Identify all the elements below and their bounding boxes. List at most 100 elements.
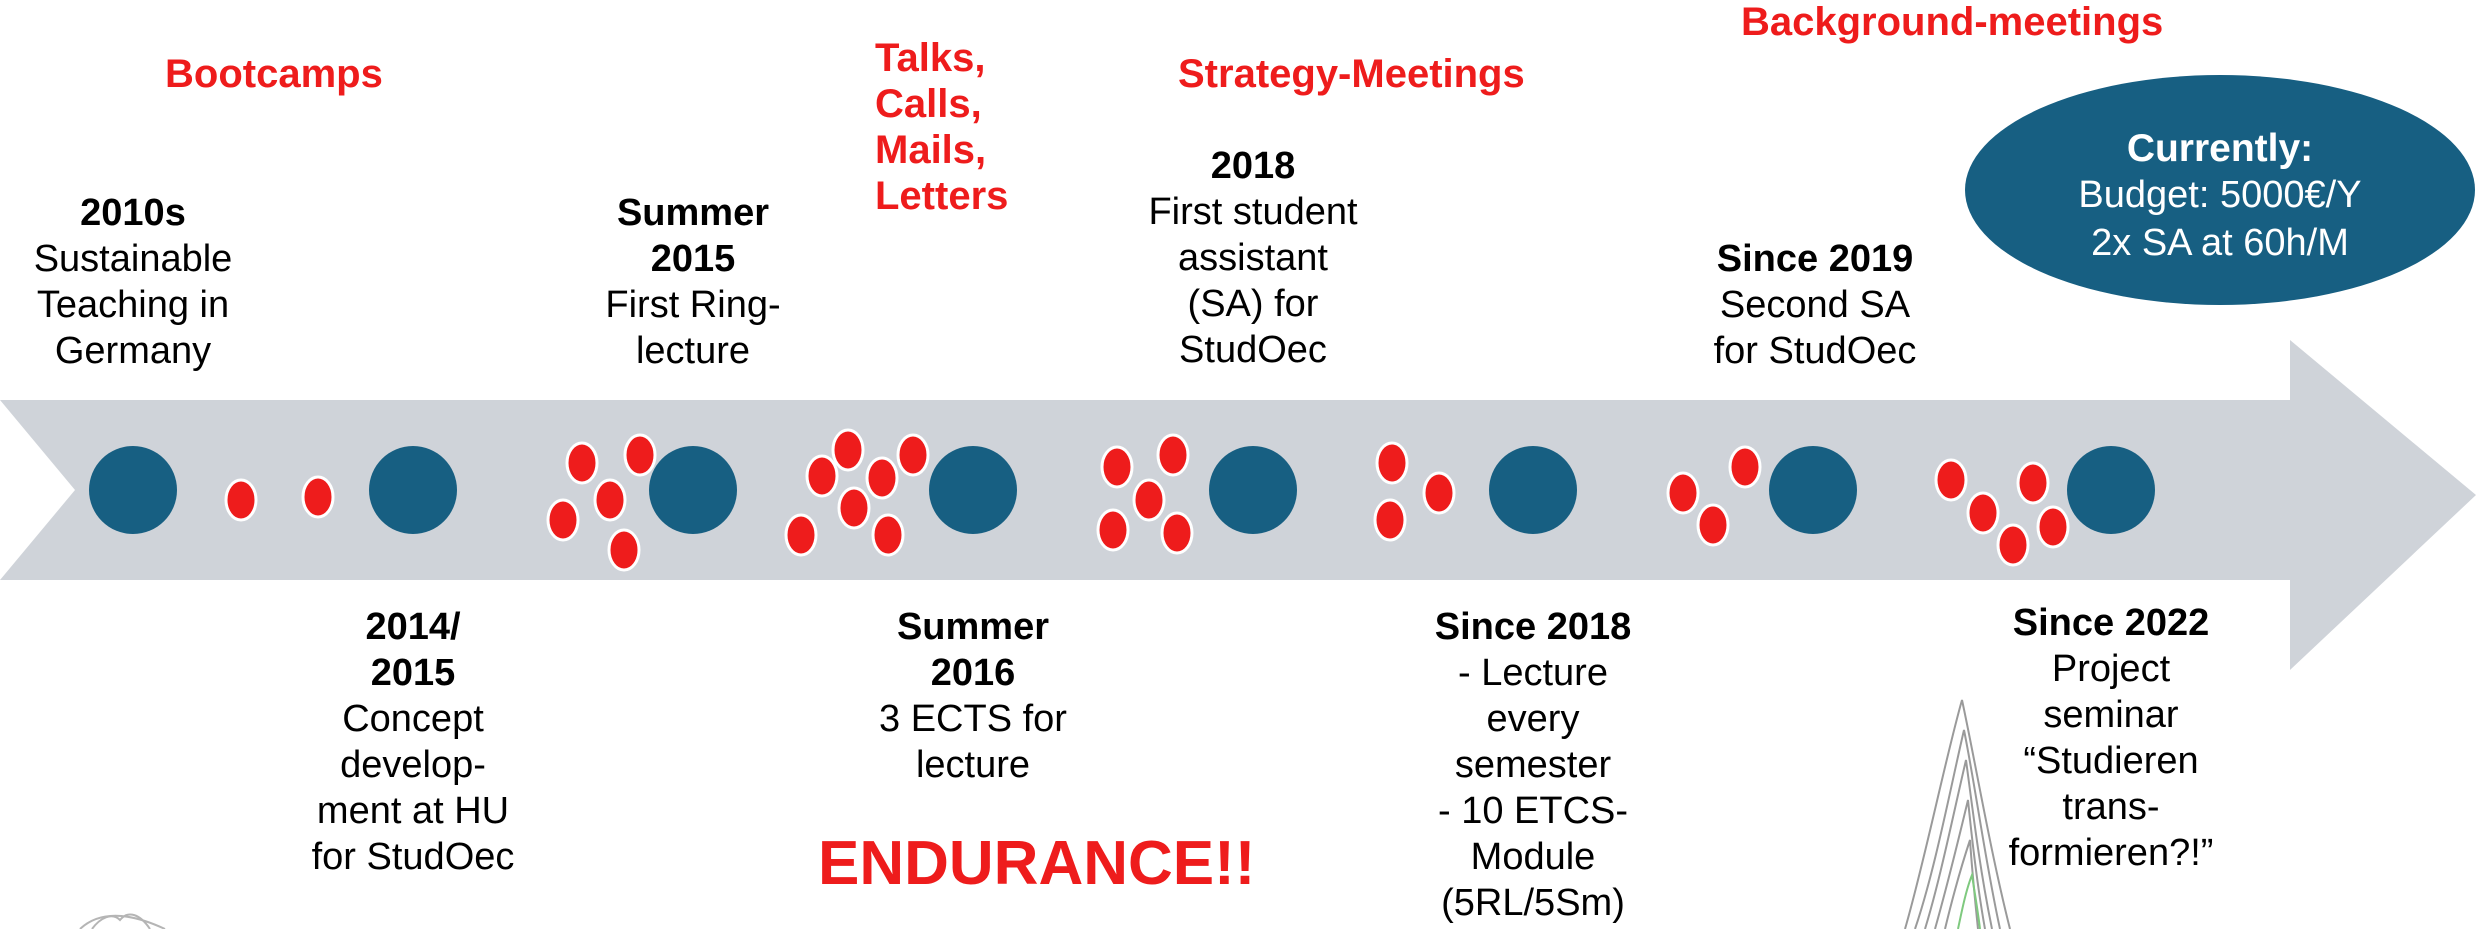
milestone-circle xyxy=(2067,446,2155,534)
milestone-circle xyxy=(1489,446,1577,534)
milestone-text: Concept xyxy=(342,698,484,740)
header-talks-line: Talks, xyxy=(875,36,986,80)
milestone-label-2010s: 2010s Sustainable Teaching in Germany xyxy=(34,190,233,374)
milestone-label-since-2018: Since 2018 - Lecture every semester - 10… xyxy=(1435,604,1631,926)
milestone-label-summer-2015: Summer 2015 First Ring- lecture xyxy=(605,190,780,374)
milestone-circle xyxy=(1769,446,1857,534)
event-dot xyxy=(1996,523,2030,567)
event-dot xyxy=(805,454,839,498)
header-talks: Talks, Calls, Mails, Letters xyxy=(875,35,1008,219)
event-dot xyxy=(1375,441,1409,485)
milestone-text: Module xyxy=(1470,836,1596,878)
event-dot xyxy=(224,478,258,522)
event-dot xyxy=(1100,445,1134,489)
event-dot xyxy=(1666,471,1700,515)
milestone-title: Summer xyxy=(896,606,1050,648)
event-dot xyxy=(607,528,641,572)
currently-ellipse: Currently: Budget: 5000€/Y 2x SA at 60h/… xyxy=(1965,75,2475,305)
milestone-text: (SA) for xyxy=(1187,283,1319,325)
milestone-text: “Studieren xyxy=(2023,740,2199,782)
event-dot xyxy=(1966,491,2000,535)
milestone-text: for StudOec xyxy=(1713,330,1917,372)
event-dot xyxy=(1156,433,1190,477)
currently-assistants: 2x SA at 60h/M xyxy=(2091,222,2349,264)
milestone-text: Sustainable xyxy=(33,238,233,280)
milestone-text: for StudOec xyxy=(311,836,515,878)
event-dot xyxy=(1096,508,1130,552)
event-dot xyxy=(1422,471,1456,515)
milestone-title: 2016 xyxy=(930,652,1016,694)
event-dot xyxy=(784,513,818,557)
event-dot xyxy=(831,428,865,472)
event-dot xyxy=(896,433,930,477)
event-dot xyxy=(1934,458,1968,502)
milestone-title: 2015 xyxy=(650,238,736,280)
event-dot xyxy=(1696,503,1730,547)
event-dot xyxy=(1132,478,1166,522)
milestone-label-since-2019: Since 2019 Second SA for StudOec xyxy=(1714,236,1917,374)
milestone-label-summer-2016: Summer 2016 3 ECTS for lecture xyxy=(879,604,1067,788)
milestone-circle xyxy=(369,446,457,534)
milestone-title: 2014/ xyxy=(365,606,461,648)
event-dot xyxy=(2016,461,2050,505)
event-dot xyxy=(871,513,905,557)
milestone-label-2014-2015: 2014/ 2015 Concept develop- ment at HU f… xyxy=(312,604,515,880)
milestone-label-2018: 2018 First student assistant (SA) for St… xyxy=(1148,143,1357,373)
milestone-text: StudOec xyxy=(1179,329,1327,371)
event-dot xyxy=(546,498,580,542)
endurance-slogan: ENDURANCE!! xyxy=(818,829,1256,898)
header-bootcamps: Bootcamps xyxy=(165,52,383,96)
milestone-text: develop- xyxy=(340,744,486,786)
milestone-title: 2018 xyxy=(1210,145,1296,187)
milestone-text: lecture xyxy=(915,744,1031,786)
milestone-text: - Lecture xyxy=(1458,652,1608,694)
event-dot xyxy=(1373,498,1407,542)
event-dot xyxy=(837,486,871,530)
header-talks-line: Mails, xyxy=(875,128,987,172)
milestone-title: 2015 xyxy=(370,652,456,694)
event-dot xyxy=(623,433,657,477)
event-dot xyxy=(565,441,599,485)
header-talks-line: Calls, xyxy=(875,82,982,126)
milestone-circle xyxy=(929,446,1017,534)
event-dot xyxy=(593,478,627,522)
header-talks-line: Letters xyxy=(875,174,1009,218)
header-strategy-meetings: Strategy-Meetings xyxy=(1178,52,1525,96)
milestone-circle xyxy=(1209,446,1297,534)
milestone-text: Germany xyxy=(54,330,212,372)
milestone-text: First student xyxy=(1148,191,1358,233)
milestone-text: seminar xyxy=(2043,694,2179,736)
milestone-text: Second SA xyxy=(1719,284,1911,326)
milestone-text: semester xyxy=(1454,744,1612,786)
milestone-title: 2010s xyxy=(80,192,186,234)
event-dot xyxy=(301,475,335,519)
currently-budget: Budget: 5000€/Y xyxy=(2078,174,2362,216)
milestone-label-since-2022: Since 2022 Project seminar “Studieren tr… xyxy=(2009,600,2214,876)
milestone-text: ment at HU xyxy=(316,790,510,832)
milestone-title: Summer xyxy=(616,192,770,234)
milestone-text: trans- xyxy=(2062,786,2160,828)
milestone-circle xyxy=(649,446,737,534)
milestone-text: formieren?!” xyxy=(2008,832,2214,874)
milestone-text: Project xyxy=(2051,648,2171,690)
milestone-title: Since 2019 xyxy=(1716,238,1914,280)
milestone-text: every xyxy=(1486,698,1580,740)
currently-title: Currently: xyxy=(2126,127,2314,170)
event-dot xyxy=(865,456,899,500)
milestone-text: 3 ECTS for xyxy=(879,698,1067,740)
milestone-text: assistant xyxy=(1178,237,1328,279)
milestone-text: Teaching in xyxy=(36,284,230,326)
milestone-title: Since 2022 xyxy=(2012,602,2210,644)
milestone-text: First Ring- xyxy=(605,284,781,326)
event-dot xyxy=(2036,505,2070,549)
milestone-text: (5RL/5Sm) xyxy=(1441,882,1625,924)
milestone-circle xyxy=(89,446,177,534)
milestone-text: - 10 ETCS- xyxy=(1437,790,1629,832)
event-dot xyxy=(1728,445,1762,489)
milestone-title: Since 2018 xyxy=(1434,606,1632,648)
event-dot xyxy=(1160,511,1194,555)
header-background-meetings: Background-meetings xyxy=(1741,0,2164,44)
milestone-text: lecture xyxy=(635,330,751,372)
